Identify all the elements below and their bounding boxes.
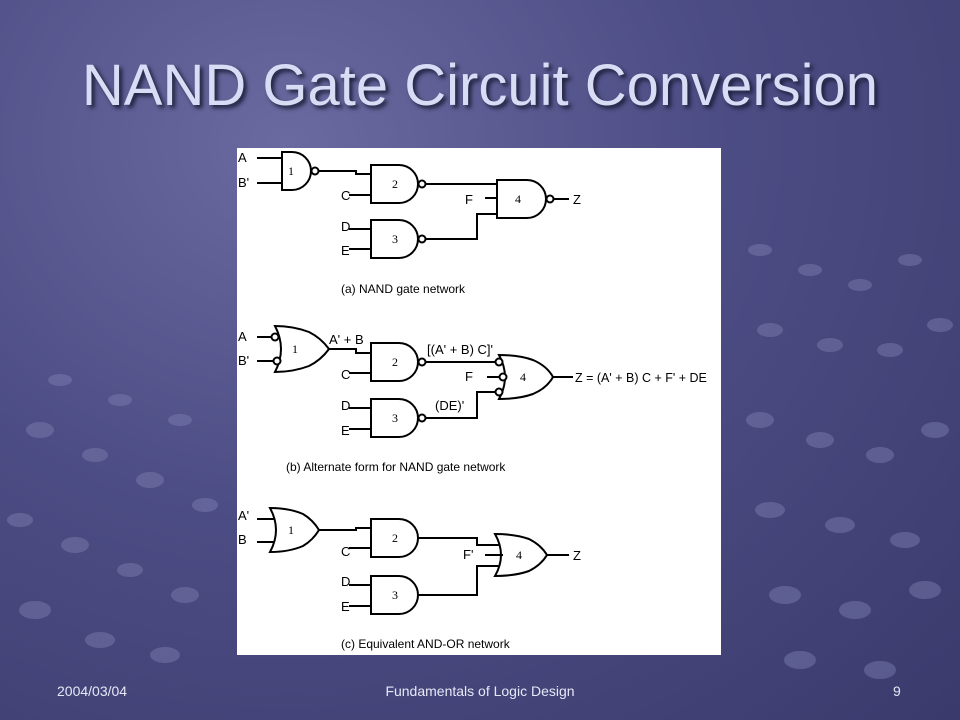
signal-f-label: F bbox=[465, 369, 473, 384]
input-e-label: E bbox=[341, 243, 350, 258]
gate-b1 bbox=[273, 324, 331, 374]
network-c bbox=[257, 506, 569, 615]
gate-2-number: 2 bbox=[392, 355, 398, 369]
labels-b: A B' A' + B [(A' + B) C]' C F Z = (A' + … bbox=[238, 329, 707, 474]
bubble-b4c bbox=[494, 387, 504, 397]
input-e-label: E bbox=[341, 599, 350, 614]
labels-c: A' B C F' Z D E 1 2 3 4 (c) Equivalent A… bbox=[238, 508, 581, 651]
bubble-a4 bbox=[545, 194, 555, 204]
input-b-label: B' bbox=[238, 175, 249, 190]
gate-3-number: 3 bbox=[392, 232, 398, 246]
input-e-label: E bbox=[341, 423, 350, 438]
input-a-label: A' bbox=[238, 508, 249, 523]
input-c-label: C bbox=[341, 367, 350, 382]
bubble-a1 bbox=[310, 166, 320, 176]
gate-2-number: 2 bbox=[392, 177, 398, 191]
gate-3-number: 3 bbox=[392, 411, 398, 425]
slide-title: NAND Gate Circuit Conversion bbox=[81, 53, 879, 118]
gate-a4 bbox=[496, 179, 547, 219]
gate-1-number: 1 bbox=[288, 164, 294, 178]
input-b-label: B bbox=[238, 532, 247, 547]
gate-1-number: 1 bbox=[292, 342, 298, 356]
gate-1-number: 1 bbox=[288, 523, 294, 537]
bubble-b4a bbox=[494, 357, 504, 367]
circuit-figure: A B' C D E F Z 1 2 3 4 (a) NAND gate net… bbox=[237, 148, 721, 655]
input-a-label: A bbox=[238, 150, 247, 165]
caption-c: (c) Equivalent AND-OR network bbox=[341, 637, 511, 651]
wire-label-or-output: A' + B bbox=[329, 332, 364, 347]
gate-4-number: 4 bbox=[515, 192, 521, 206]
network-b bbox=[257, 324, 573, 438]
bubble-b1a bbox=[270, 332, 280, 342]
network-a bbox=[257, 151, 569, 259]
caption-a: (a) NAND gate network bbox=[341, 282, 466, 296]
gate-c4 bbox=[493, 532, 549, 578]
caption-b: (b) Alternate form for NAND gate network bbox=[286, 460, 506, 474]
gate-3-number: 3 bbox=[392, 588, 398, 602]
wires-a bbox=[257, 157, 569, 250]
input-a-label: A bbox=[238, 329, 247, 344]
circuit-diagram: A B' C D E F Z 1 2 3 4 (a) NAND gate net… bbox=[238, 150, 707, 651]
gate-4-number: 4 bbox=[516, 548, 522, 562]
bubble-b4b bbox=[498, 372, 508, 382]
bubble-b1b bbox=[272, 356, 282, 366]
gate-c2 bbox=[370, 518, 419, 558]
gate-a1 bbox=[281, 151, 312, 191]
bubble-a3 bbox=[417, 234, 427, 244]
input-c-label: C bbox=[341, 544, 350, 559]
wires-b bbox=[257, 336, 573, 430]
output-z-expression: Z = (A' + B) C + F' + DE bbox=[575, 371, 707, 385]
gate-2-number: 2 bbox=[392, 531, 398, 545]
bubble-a2 bbox=[417, 179, 427, 189]
footer-page-number: 9 bbox=[893, 683, 901, 699]
signal-f-label: F' bbox=[463, 547, 473, 562]
input-d-label: D bbox=[341, 398, 350, 413]
footer-course-title: Fundamentals of Logic Design bbox=[385, 683, 575, 699]
gate-c1 bbox=[268, 506, 321, 554]
gate-4-number: 4 bbox=[520, 370, 526, 384]
gate-c3 bbox=[370, 575, 419, 615]
bubble-b3 bbox=[417, 413, 427, 423]
input-c-label: C bbox=[341, 188, 350, 203]
bubble-b2 bbox=[417, 357, 427, 367]
wires-c bbox=[257, 518, 569, 607]
wire-label-gate2-output: [(A' + B) C]' bbox=[427, 342, 493, 357]
input-d-label: D bbox=[341, 219, 350, 234]
output-z-label: Z bbox=[573, 192, 581, 207]
wire-label-gate3-output: (DE)' bbox=[435, 398, 464, 413]
labels-a: A B' C D E F Z 1 2 3 4 (a) NAND gate net… bbox=[238, 150, 581, 296]
signal-f-label: F bbox=[465, 192, 473, 207]
input-b-label: B' bbox=[238, 353, 249, 368]
footer-date: 2004/03/04 bbox=[57, 683, 128, 699]
output-z-label: Z bbox=[573, 548, 581, 563]
input-d-label: D bbox=[341, 574, 350, 589]
